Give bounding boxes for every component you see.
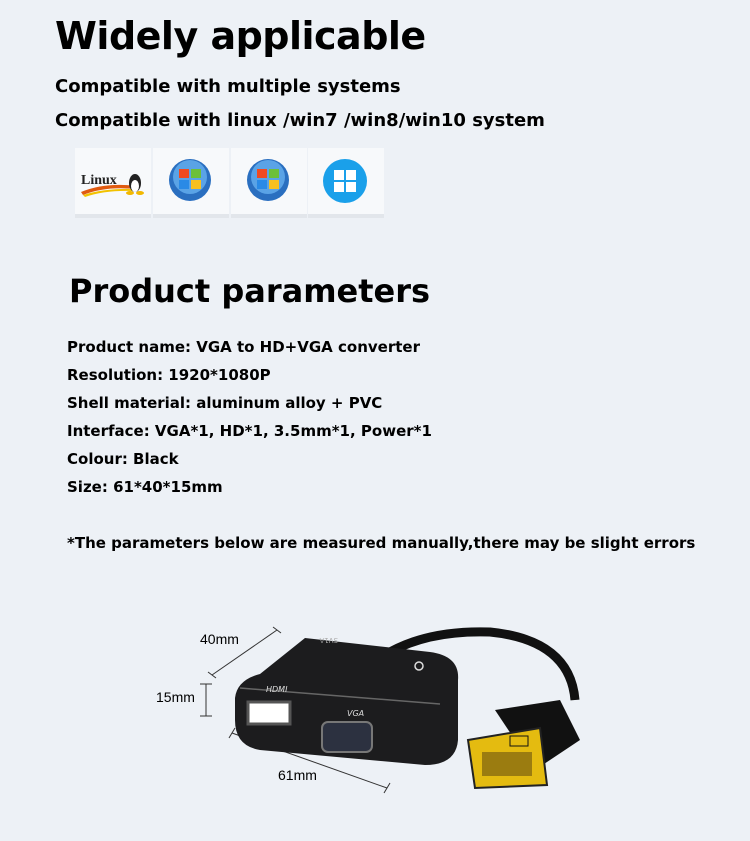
svg-text:HDMI: HDMI <box>266 685 288 694</box>
os-tile-win10 <box>308 148 384 214</box>
compat-line: Compatible with linux /win7 /win8/win10 … <box>55 110 545 131</box>
svg-text:Linux: Linux <box>81 173 117 188</box>
param-colour: Colour: Black <box>67 450 179 468</box>
windows10-logo-icon <box>323 159 367 203</box>
os-tile-win7 <box>153 148 229 214</box>
dimension-width: 61mm <box>278 767 317 783</box>
svg-text:SV1A: SV1A <box>319 636 338 644</box>
measurement-note: *The parameters below are measured manua… <box>67 534 696 552</box>
dimension-depth: 40mm <box>200 631 239 647</box>
linux-logo-icon: Linux <box>81 173 144 197</box>
section-title-applicable: Widely applicable <box>55 14 426 58</box>
svg-text:VGA: VGA <box>347 709 364 718</box>
product-image: HDMI VGA SV1A 40mm 15mm 61mm <box>156 626 580 794</box>
os-tile-linux: Linux <box>75 148 151 214</box>
windows7-logo-icon <box>169 159 211 201</box>
dimension-height: 15mm <box>156 689 195 705</box>
os-tile-win8 <box>231 148 307 214</box>
param-product-name: Product name: VGA to HD+VGA converter <box>67 338 420 356</box>
section-title-parameters: Product parameters <box>69 272 431 310</box>
param-shell: Shell material: aluminum alloy + PVC <box>67 394 383 412</box>
param-size: Size: 61*40*15mm <box>67 478 223 496</box>
compat-line: Compatible with multiple systems <box>55 76 401 97</box>
windows7-logo-icon <box>247 159 289 201</box>
param-resolution: Resolution: 1920*1080P <box>67 366 271 384</box>
param-interface: Interface: VGA*1, HD*1, 3.5mm*1, Power*1 <box>67 422 432 440</box>
